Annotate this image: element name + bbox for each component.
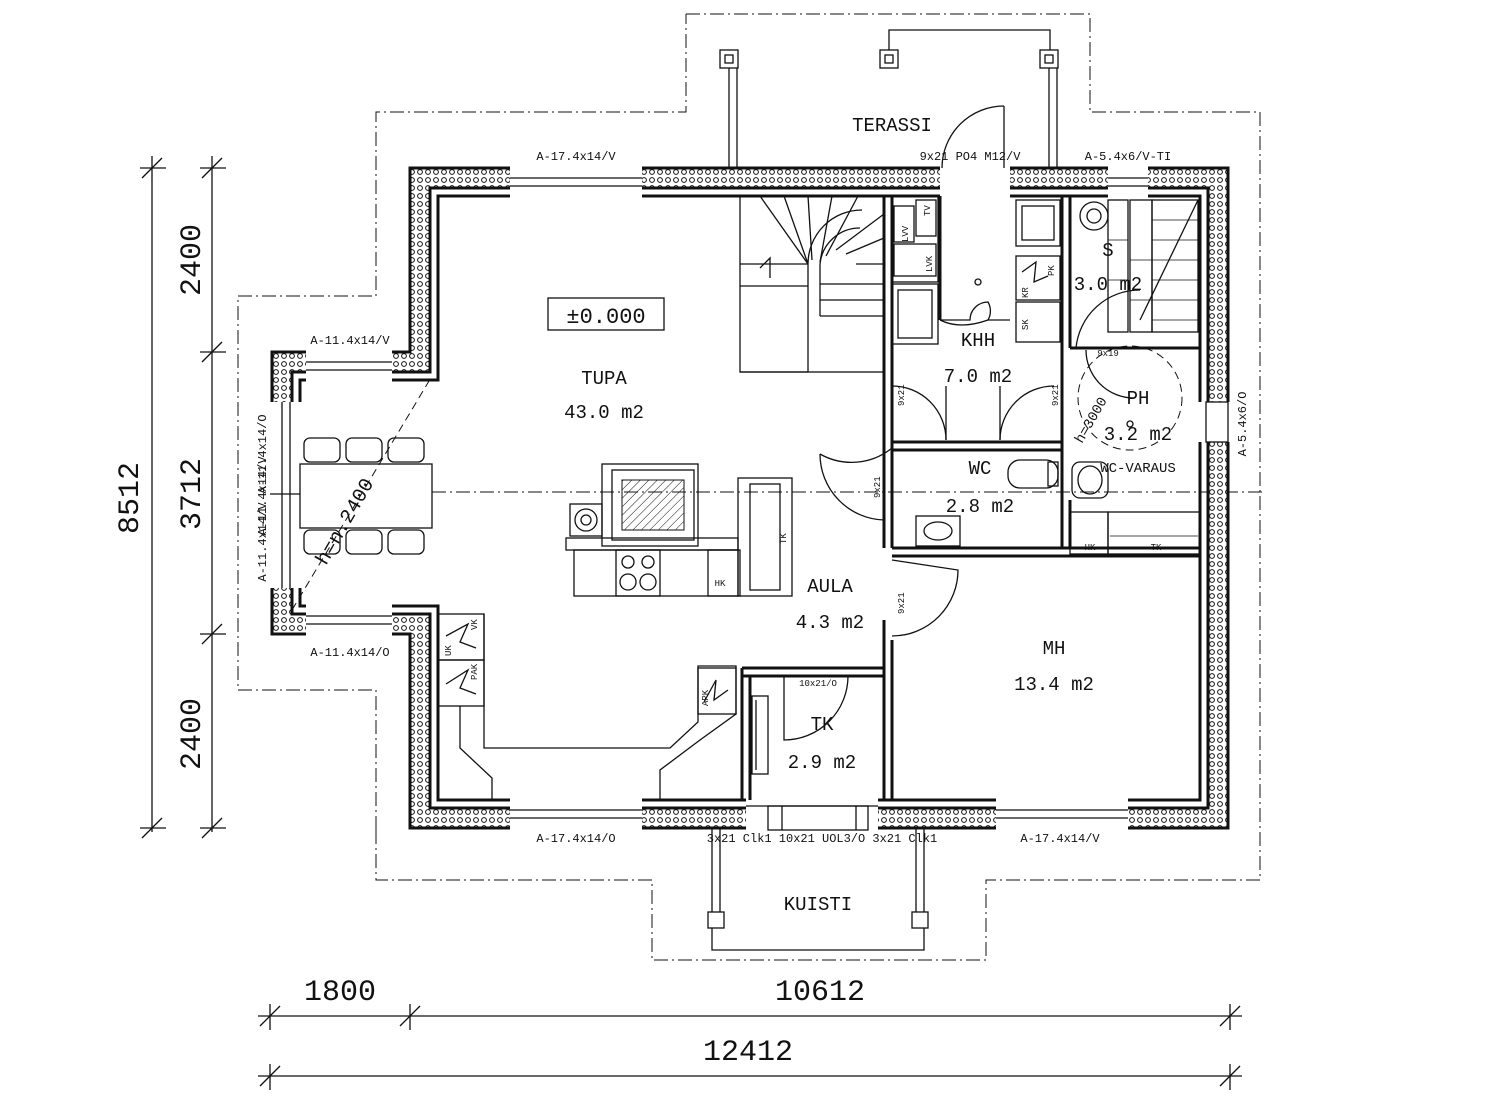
room-name-tupa: TUPA [581,368,627,390]
label-tv: TV [923,205,933,216]
bathroom: 9x19 h=3000 WC-VARAUS HK TK [1069,345,1201,555]
wc-room: 9x21 [819,447,1059,547]
dining-table [291,375,433,611]
porch: KUISTI [707,828,929,951]
dim-left-outer: 8512 [114,462,148,534]
window-label-top-right: A-5.4x6/V-TI [1085,150,1171,164]
label-tk-kitchen: TK [779,533,789,544]
door-label-khh-1: 9x21 [897,384,907,406]
label-uk: UK [444,645,454,656]
label-kr: KR [1021,287,1031,298]
outer-walls [270,166,1230,830]
room-name-ph: PH [1127,388,1150,410]
window-label-bottom-right: A-17.4x14/V [1020,832,1100,846]
porch-label: KUISTI [784,894,852,916]
door-label-mh: 9x21 [897,592,907,614]
label-pak: PAK [470,663,480,680]
wc-reservation-label: WC-VARAUS [1100,461,1176,477]
room-name-wc: WC [969,458,992,480]
dimension-labels: 8512 2400 3712 2400 1800 10612 12412 [114,224,865,1070]
terrace: TERASSI [719,29,1059,168]
room-area-khh: 7.0 m2 [944,366,1012,388]
door-label-khh-2: 9x21 [1051,384,1061,406]
door-label-bottom: 3x21 Clk1 10x21 UOL3/O 3x21 Clk1 [707,832,937,846]
dim-bottom-left: 1800 [304,976,376,1010]
staircase [739,195,885,373]
top-entry-door [941,105,1005,169]
label-pk: PK [1047,265,1057,276]
entry-closets: UK VK PAK APK [437,613,737,800]
label-lvv: LVV [901,225,911,242]
door-label-ph: 9x19 [1097,349,1119,359]
label-tk-bath: TK [1151,543,1162,553]
label-sk: SK [1021,319,1031,330]
room-area-tk: 2.9 m2 [788,752,856,774]
dim-left-top: 2400 [176,224,210,296]
room-name-mh: MH [1043,638,1066,660]
terrace-label: TERASSI [852,115,932,137]
room-name-s: S [1102,240,1113,262]
room-area-wc: 2.8 m2 [946,496,1014,518]
window-label-right: A-5.4x6/O [1236,392,1250,457]
window-label-bay-side-2: A-11.4x14/O [256,414,270,493]
dim-bottom-right: 10612 [775,976,865,1010]
label-vk: VK [470,619,480,630]
main-entry-door [767,805,869,831]
room-area-aula: 4.3 m2 [796,612,864,634]
room-name-aula: AULA [807,576,853,598]
window-label-bottom-left: A-17.4x14/O [536,832,615,846]
room-area-ph: 3.2 m2 [1104,424,1172,446]
dim-left-bottom: 2400 [176,698,210,770]
sauna [1075,199,1199,349]
closet-tk: 10x21/O [751,675,849,775]
utility-room: LVV TV LVK KR PK SK 9x21 9x21 [891,195,1061,441]
level-mark: ±0.000 [547,297,665,331]
window-labels: A-17.4x14/V 9x21 PO4 M12/V A-5.4x6/V-TI … [256,150,1250,846]
door-label-top: 9x21 PO4 M12/V [920,150,1022,164]
window-label-bay-side-3: A-11.4x14/V [256,502,270,582]
room-name-tk: TK [811,714,834,736]
dim-bottom-total: 12412 [703,1036,793,1070]
window-label-bay-side-1: A-11.4x14/V [256,456,270,536]
dimension-lines [140,156,1242,1090]
room-name-khh: KHH [961,330,995,352]
label-hk-bath: HK [1085,543,1096,553]
label-hk-kitchen: HK [715,579,726,589]
room-area-tupa: 43.0 m2 [564,402,644,424]
level-mark-text: ±0.000 [566,305,645,330]
door-label-wc: 9x21 [873,476,883,498]
room-labels: TUPA 43.0 m2 KHH 7.0 m2 S 3.0 m2 PH 3.2 … [564,240,1172,774]
kitchen: HK TK [565,463,793,597]
window-label-bay-top: A-11.4x14/V [310,334,390,348]
window-label-bay-bottom: A-11.4x14/O [310,646,389,660]
ceiling-height-label: h=n.2400 [312,475,380,570]
room-area-mh: 13.4 m2 [1014,674,1094,696]
label-lvk: LVK [925,255,935,272]
window-label-top-left: A-17.4x14/V [536,150,616,164]
roof-outline [237,13,1262,961]
dim-left-middle: 3712 [176,458,210,530]
door-label-tk: 10x21/O [799,679,837,689]
bedroom-door: 9x21 [891,559,959,637]
label-apk: APK [701,689,711,706]
room-area-s: 3.0 m2 [1074,274,1142,296]
